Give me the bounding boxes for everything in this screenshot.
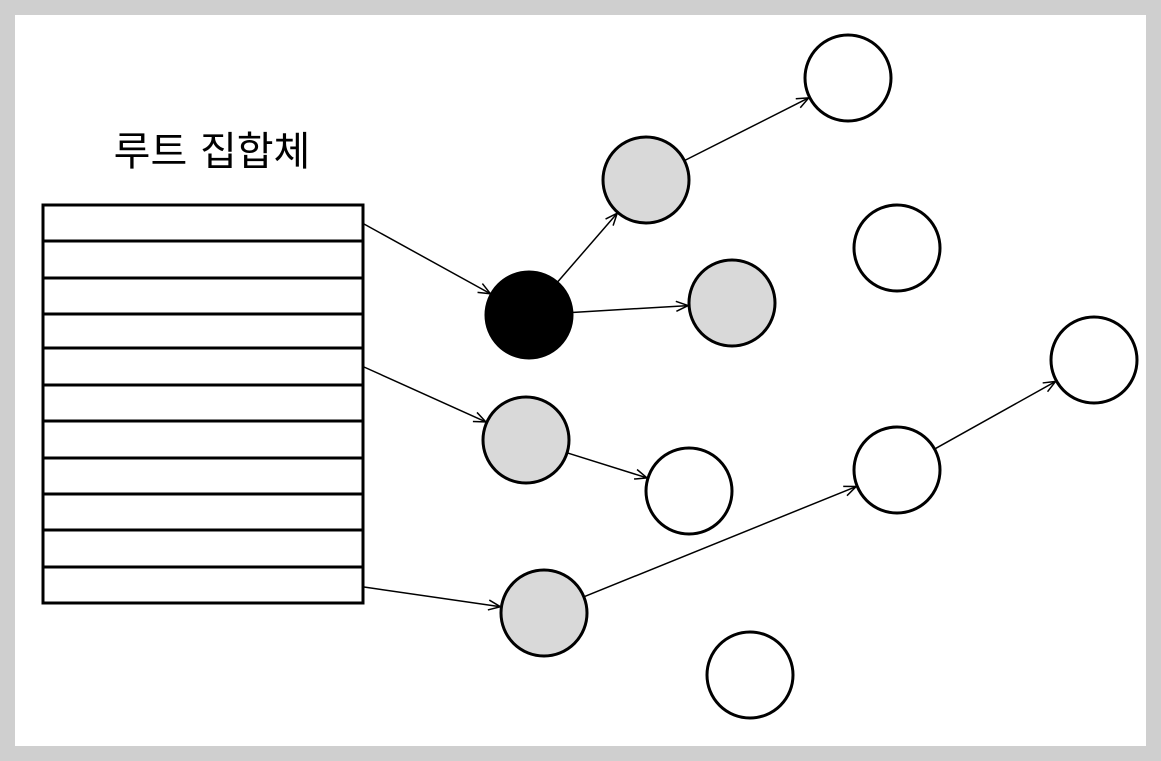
root-set-table [41,203,365,605]
edge-root-slot-11-to-n-gray-bottom [363,586,500,607]
edge-n-gray-top-to-n-white-topright [684,98,808,162]
root-set-slot-4 [41,312,365,350]
node-gray-right [687,258,777,348]
root-set-slot-1 [41,203,365,243]
edge-n-white-lowerright-to-n-white-farright [934,381,1056,450]
root-set-slot-6 [41,383,365,423]
root-set-slot-11 [41,565,365,605]
root-set-slot-2 [41,239,365,280]
node-gray-top [601,135,691,225]
node-gray-middle [481,395,571,485]
reference-edges [363,98,1056,607]
root-set-slot-9 [41,492,365,532]
edge-n-black-to-n-gray-top [556,213,617,283]
root-set-slot-3 [41,276,365,316]
node-white-farright [1049,315,1139,405]
root-set-slot-8 [41,456,365,496]
root-set-slot-7 [41,419,365,460]
edge-n-black-to-n-gray-right [571,306,688,314]
root-set-slot-10 [41,528,365,569]
node-gray-bottom [499,568,589,658]
node-black [484,270,574,360]
root-set-slot-5 [41,346,365,387]
node-white-isolated-2 [705,630,795,720]
edge-n-gray-middle-to-n-white-middle [566,452,647,478]
object-nodes [481,33,1139,720]
edge-root-slot-1-to-n-black [363,223,490,294]
edge-root-slot-5-to-n-gray-middle [363,366,486,422]
edge-n-gray-bottom-to-n-white-lowerright [583,487,856,598]
node-white-isolated-1 [852,203,942,293]
root-set-title: 루트 집합체 [114,129,311,175]
node-white-topright [803,33,893,123]
node-white-lowerright [852,425,942,515]
node-white-middle [644,446,734,536]
